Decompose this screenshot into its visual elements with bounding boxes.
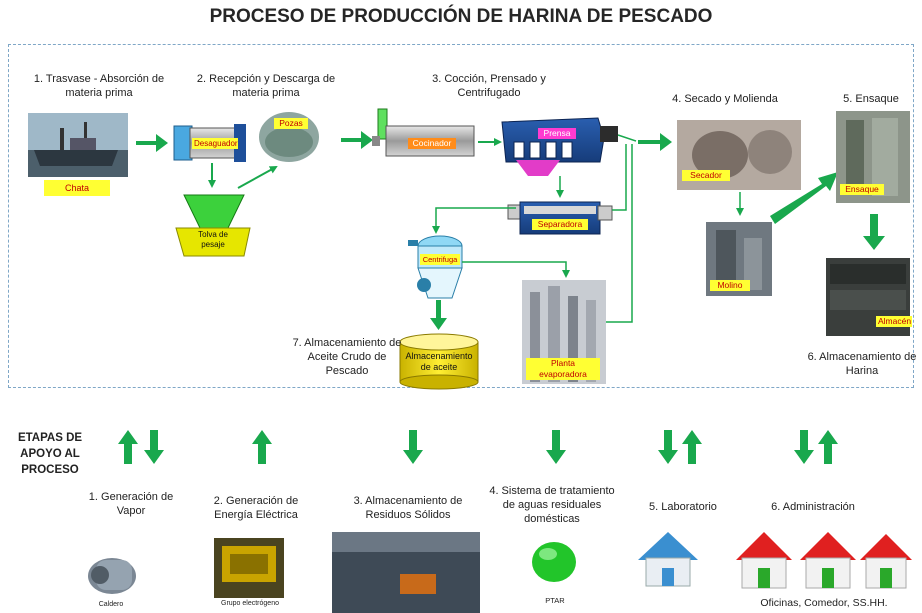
stage-1-label: 1. Trasvase - Absorción de materia prima: [33, 73, 165, 99]
stage-7-label: 7. Almacenamiento de Aceite Crudo de Pes…: [292, 337, 402, 377]
administracion-caption: Oficinas, Comedor, SS.HH.: [760, 597, 888, 609]
administracion-houses-icon: [736, 532, 912, 589]
tolva-tag: Tolva de pesaje: [190, 230, 236, 250]
almacenamiento-aceite-tag: Almacenamiento de aceite: [405, 351, 473, 372]
support-item-administracion-label: 6. Administración: [771, 501, 855, 513]
desaguador-tag: Desaguador: [192, 138, 238, 149]
prensa-shape: [501, 117, 618, 176]
molino-tag: Molino: [710, 280, 750, 291]
stage-2-label: 2. Recepción y Descarga de materia prima: [196, 73, 336, 99]
laboratorio-house-icon: [638, 532, 698, 587]
planta-evaporadora-tag: Planta evaporadora: [526, 358, 600, 380]
support-item-vapor-label: 1. Generación de Vapor: [88, 491, 174, 517]
ptar-caption: PTAR: [545, 596, 565, 605]
stage-5-label: 5. Ensaque: [843, 93, 899, 105]
prensa-tag: Prensa: [538, 128, 576, 139]
support-item-energia-label: 2. Generación de Energía Eléctrica: [213, 495, 299, 521]
ptar-image: [532, 542, 576, 582]
page-title: PROCESO DE PRODUCCIÓN DE HARINA DE PESCA…: [209, 6, 713, 27]
caldero-caption: Caldero: [98, 601, 124, 608]
flow-arrow: [341, 131, 373, 149]
secador-tag: Secador: [682, 170, 730, 181]
stage-6-label: 6. Almacenamiento de Harina: [807, 351, 917, 377]
support-arrows: [118, 430, 838, 464]
flow-arrow: [638, 133, 672, 151]
cocinador-shape: [372, 108, 475, 157]
separadora-tag: Separadora: [532, 219, 588, 230]
cocinador-tag: Cocinador: [408, 138, 456, 149]
grupo-electrogeno-caption: Grupo electrógeno: [221, 600, 279, 607]
stage-4-label: 4. Secado y Molienda: [672, 93, 778, 105]
residuos-image: [332, 532, 480, 613]
centrifuga-shape: [408, 235, 463, 299]
almacen-tag: Almacén: [876, 316, 912, 327]
flow-arrow: [770, 172, 838, 224]
ensaque-tag: Ensaque: [840, 184, 884, 195]
centrifuga-tag: Centrifuga: [420, 254, 460, 265]
grupo-electrogeno-image: [214, 538, 284, 598]
chata-photo: [28, 113, 128, 177]
flow-arrow: [136, 134, 168, 152]
chata-tag: Chata: [44, 180, 110, 196]
support-item-laboratorio-label: 5. Laboratorio: [649, 501, 717, 513]
support-heading: ETAPAS DE APOYO AL PROCESO: [17, 432, 83, 476]
stage-3-label: 3. Cocción, Prensado y Centrifugado: [432, 73, 546, 99]
support-item-ptar-label: 4. Sistema de tratamiento de aguas resid…: [489, 485, 615, 525]
caldero-image: [88, 558, 136, 594]
pozas-tag: Pozas: [274, 118, 308, 129]
almacenamiento-aceite-tank: [399, 333, 479, 390]
support-item-residuos-label: 3. Almacenamiento de Residuos Sólidos: [353, 495, 463, 521]
